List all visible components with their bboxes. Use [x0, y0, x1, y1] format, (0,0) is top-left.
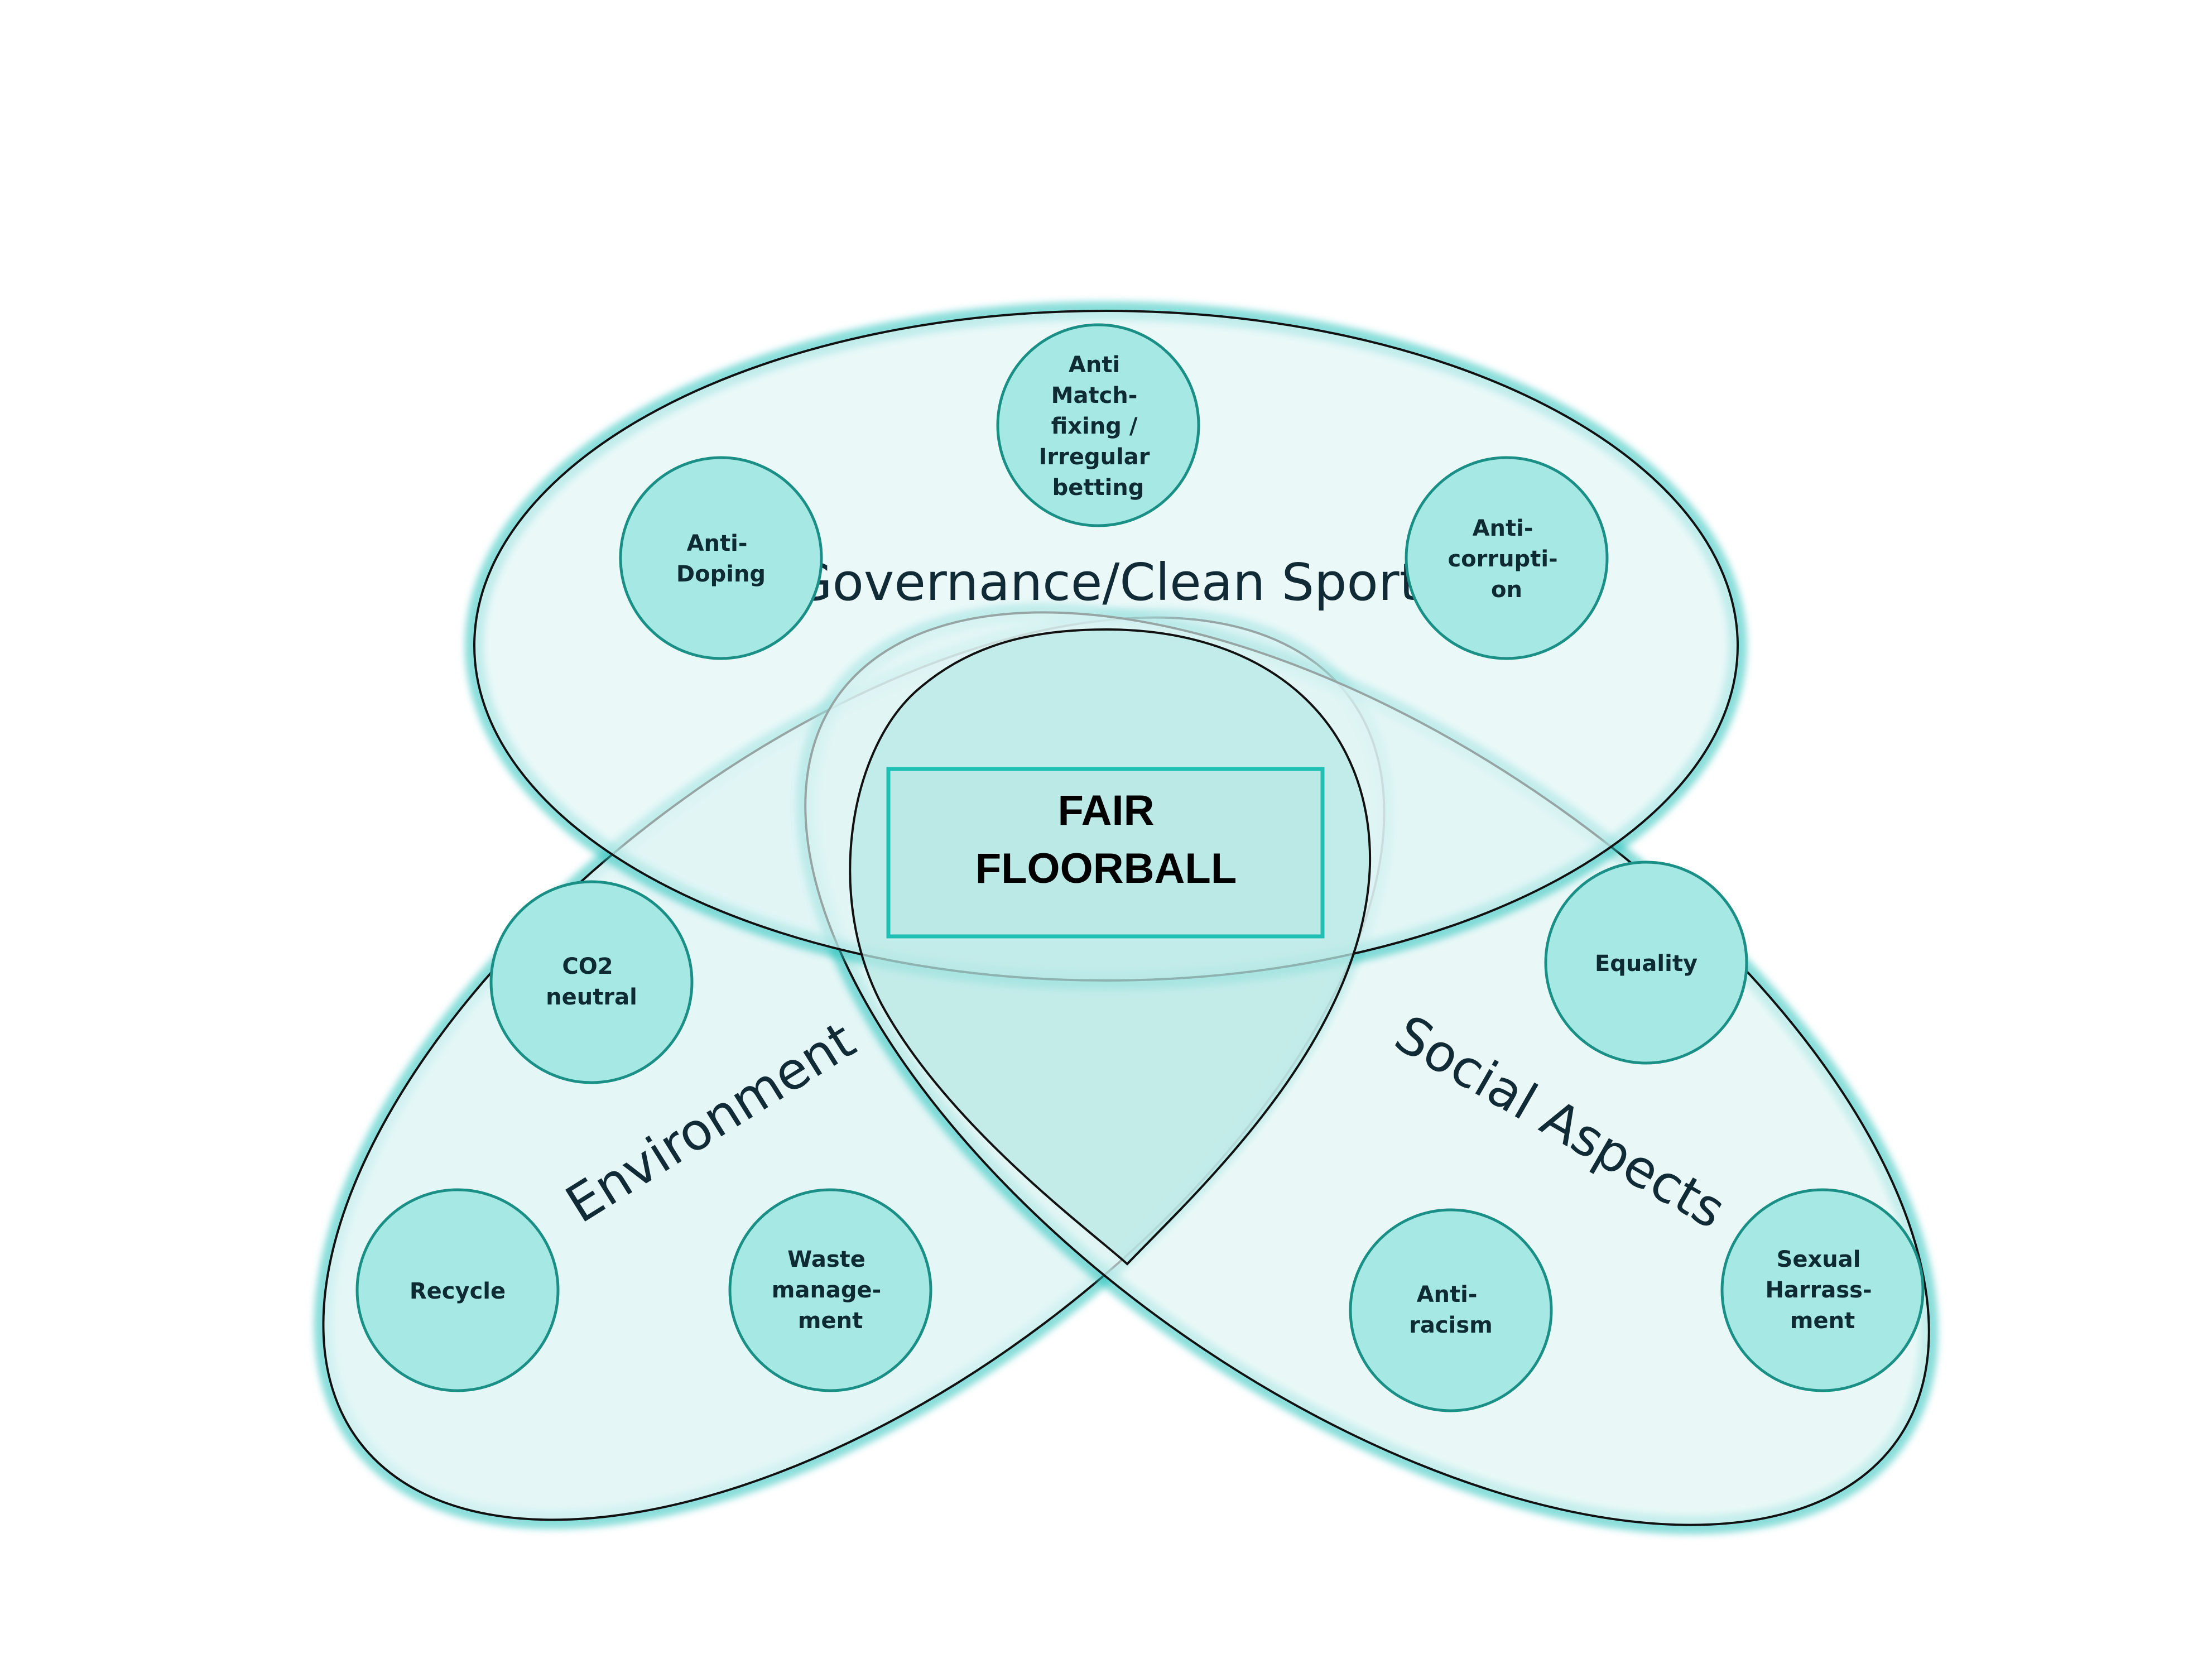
bubble-co2-neutral: CO2 neutral — [489, 880, 694, 1084]
bubble-anti-doping: Anti- Doping — [619, 456, 823, 660]
bubble-equality: Equality — [1544, 861, 1748, 1065]
bubble-text: Sexual Harrass- ment — [1765, 1247, 1879, 1334]
bubble-anti-match-fixing: Anti Match- fixing / Irregular betting — [996, 323, 1200, 527]
bubble-text: Anti- corrupti- on — [1448, 516, 1565, 603]
center-title-line1: FAIR — [1057, 787, 1154, 834]
bubble-text: Anti- Doping — [676, 531, 766, 587]
bubble-recycle: Recycle — [355, 1188, 560, 1392]
bubble-text: Recycle — [410, 1278, 506, 1304]
bubble-text: Anti- racism — [1409, 1282, 1493, 1338]
bubble-text: Anti Match- fixing / Irregular betting — [1039, 352, 1158, 501]
bubble-text: Waste manage- ment — [772, 1247, 889, 1334]
bubble-text: Equality — [1595, 951, 1698, 977]
bubble-anti-racism: Anti- racism — [1349, 1208, 1553, 1412]
bubble-waste-management: Waste manage- ment — [728, 1188, 932, 1392]
governance-label: Governance/Clean Sport — [792, 552, 1419, 612]
center-title-line2: FLOORBALL — [975, 845, 1237, 892]
center-title-box — [886, 767, 1325, 939]
bubble-text: CO2 neutral — [546, 954, 637, 1010]
bubble-anti-corruption: Anti- corrupti- on — [1405, 456, 1609, 660]
bubble-sexual-harrassment: Sexual Harrass- ment — [1720, 1188, 1925, 1392]
